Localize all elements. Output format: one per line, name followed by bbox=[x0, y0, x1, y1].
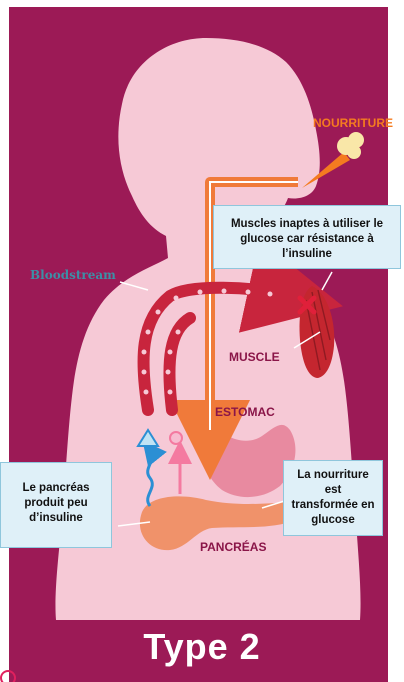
diagram-title: Type 2 bbox=[0, 626, 404, 668]
muscle-label: MUSCLE bbox=[229, 350, 280, 364]
bloodstream-label: Bloodstream bbox=[30, 268, 116, 282]
corner-marker bbox=[1, 671, 15, 682]
stomach-label: ESTOMAC bbox=[215, 405, 275, 419]
muscle-info-box: Muscles inaptes à utiliser le glucose ca… bbox=[213, 205, 401, 269]
food-label: NOURRITURE bbox=[313, 116, 393, 130]
glucose-icon bbox=[170, 432, 182, 444]
pancreas-label: PANCRÉAS bbox=[200, 540, 266, 554]
stomach-info-box: La nourriture est transformée en glucose bbox=[283, 460, 383, 536]
pancreas-info-box: Le pancréas produit peu d’insuline bbox=[0, 462, 112, 548]
